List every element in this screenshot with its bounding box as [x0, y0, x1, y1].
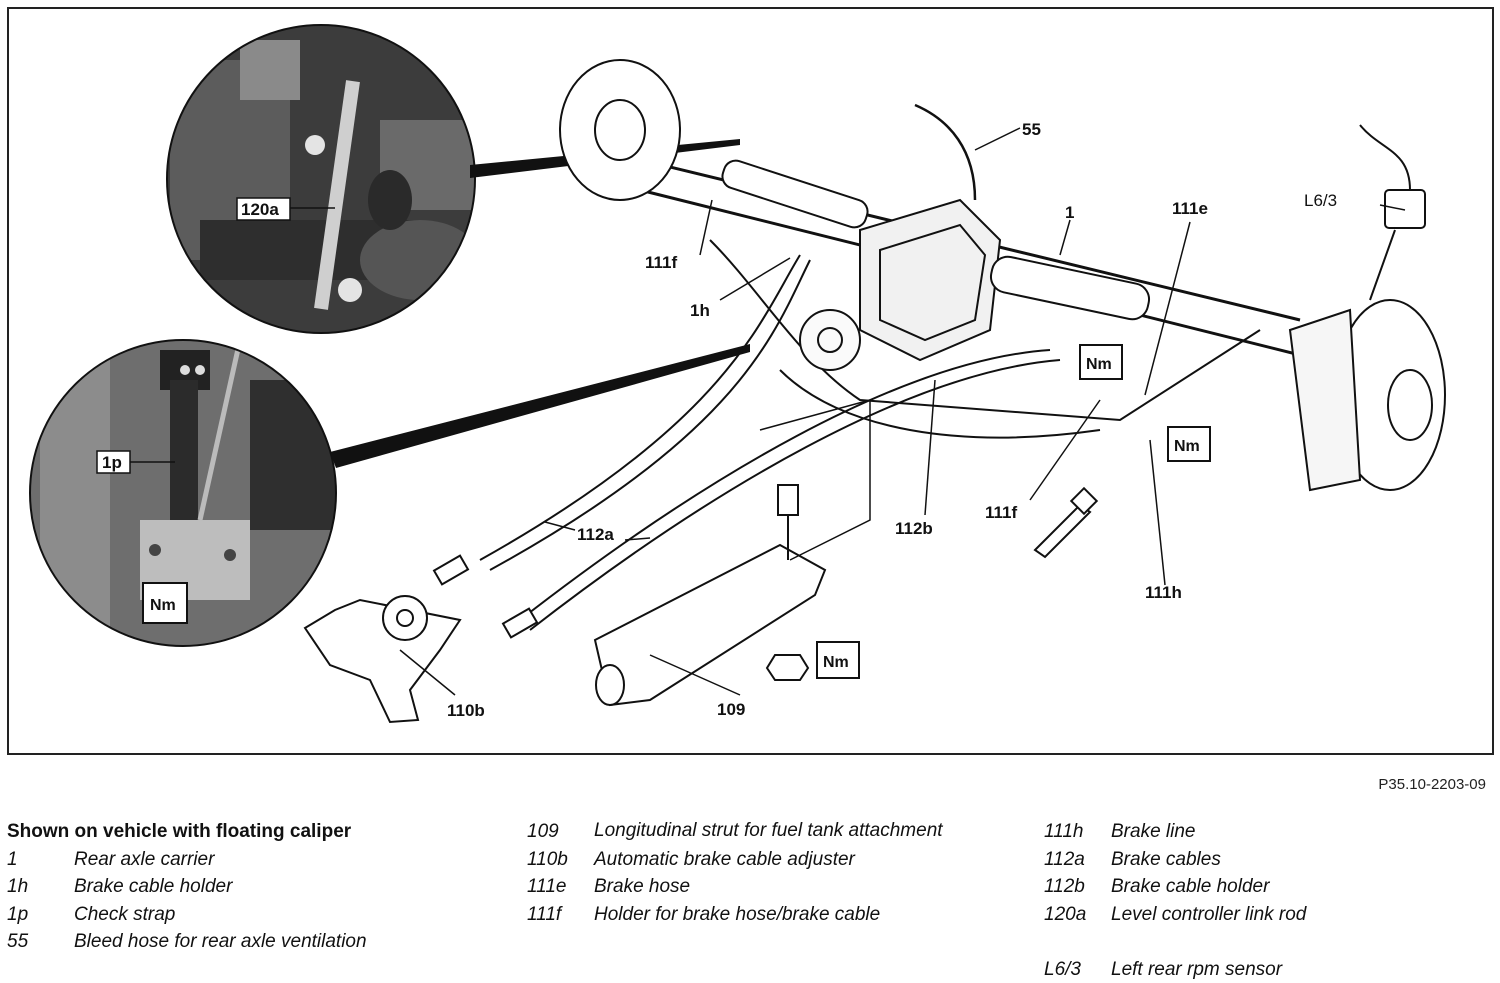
torque-box-1: Nm: [1079, 344, 1123, 380]
callout-1: 1: [1065, 203, 1074, 222]
brake-hose-holder-bolt: [1033, 486, 1099, 559]
callout-L6-3: L6/3: [1304, 191, 1337, 210]
callout-111f-right: 111f: [985, 503, 1017, 522]
legend-column-1: Shown on vehicle with floating caliper 1…: [7, 818, 477, 956]
callout-112a: 112a: [577, 525, 614, 544]
callout-111h: 111h: [1145, 583, 1182, 602]
callout-leaders: [130, 127, 1406, 696]
inset-leader-bottom: [330, 344, 750, 468]
rear-axle-diagram: 55 1 111e L6/3 111f 1h 120a 1p 112a 112b…: [29, 24, 1446, 724]
torque-box-3: Nm: [816, 641, 860, 679]
svg-text:Nm: Nm: [150, 597, 176, 614]
svg-text:Nm: Nm: [1086, 356, 1112, 373]
brake-cables: [432, 254, 1061, 639]
torque-box-4: Nm: [142, 582, 188, 624]
brake-cable-adjuster: [303, 595, 462, 724]
legend-spacer: [1044, 928, 1494, 956]
callout-109: 109: [717, 700, 745, 719]
inset-photo-link-rod: [166, 24, 476, 334]
rear-axle-carrier: [559, 59, 1446, 492]
callout-111f-top: 111f: [645, 253, 677, 272]
callout-1h: 1h: [690, 301, 710, 320]
callout-1p: 1p: [102, 453, 122, 472]
callout-112b: 112b: [895, 519, 933, 538]
callout-55: 55: [1022, 120, 1041, 139]
callout-110b: 110b: [447, 701, 485, 720]
svg-text:Nm: Nm: [1174, 438, 1200, 455]
callout-120a-box: [236, 197, 291, 221]
torque-box-2: Nm: [1167, 426, 1211, 462]
svg-text:Nm: Nm: [823, 654, 849, 671]
callout-120a: 120a: [241, 200, 279, 219]
longitudinal-strut: [593, 484, 827, 707]
figure-reference: P35.10-2203-09: [1378, 776, 1486, 793]
callout-111e: 111e: [1172, 199, 1208, 218]
callout-1p-box: [96, 450, 131, 474]
legend-heading: Shown on vehicle with floating caliper: [7, 821, 352, 842]
